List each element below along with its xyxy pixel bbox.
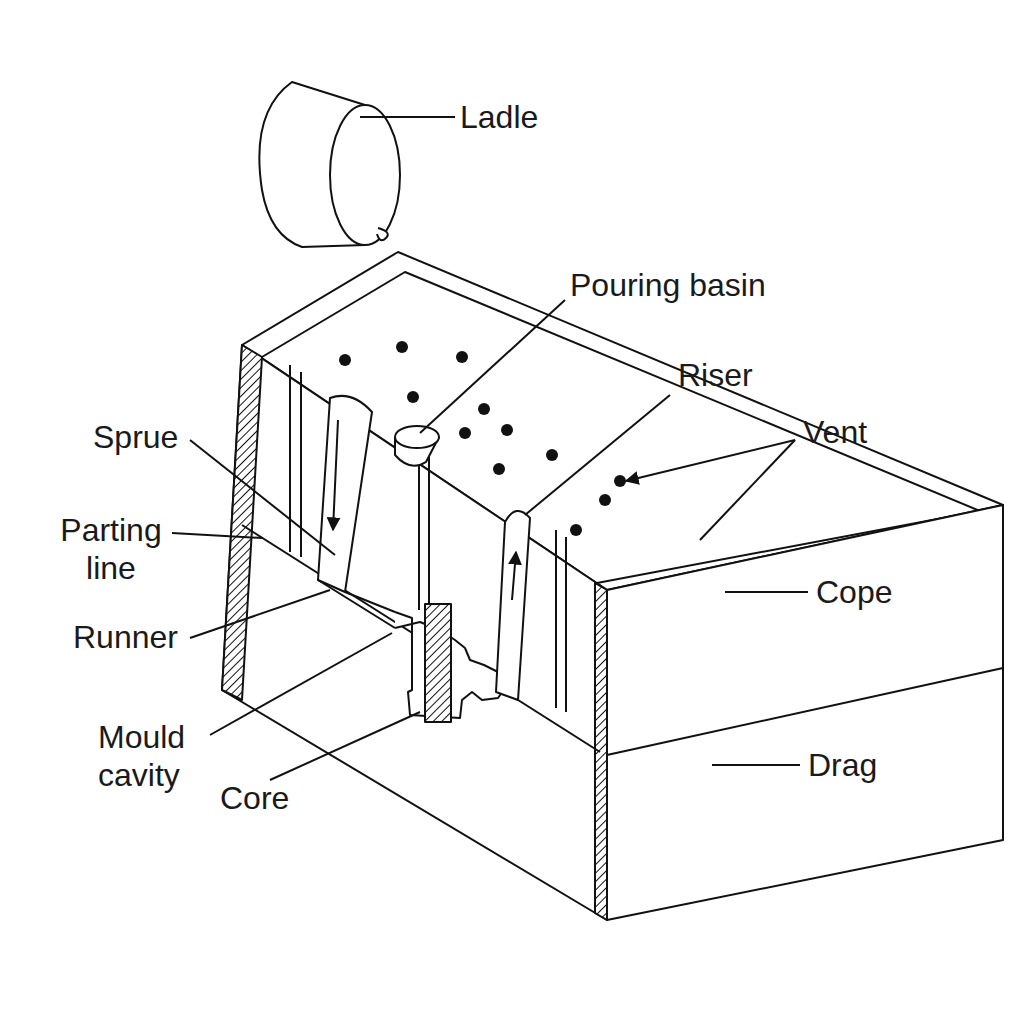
part-label: Parting line — [52, 511, 170, 587]
part-label: Ladle — [460, 98, 680, 136]
leader-line — [190, 590, 330, 638]
ladle-spout — [377, 228, 388, 240]
vent-hole — [493, 463, 505, 475]
part-label: Mould cavity — [98, 718, 210, 794]
flask-wall — [595, 583, 607, 920]
vent-hole — [478, 403, 490, 415]
part-label: Runner — [73, 618, 273, 656]
sprue-channel — [318, 396, 372, 592]
leader-line — [700, 440, 795, 540]
part-label: Pouring basin — [570, 266, 870, 304]
vent-hole — [396, 341, 408, 353]
section-line — [289, 365, 291, 552]
parting-line — [242, 525, 600, 752]
leader-line — [712, 764, 800, 766]
flow-arrow — [512, 552, 516, 600]
leader-line — [626, 440, 795, 481]
leader-line — [210, 633, 392, 735]
section-line — [418, 445, 420, 610]
vent-hole — [599, 494, 611, 506]
section-line — [565, 537, 567, 712]
leader-line — [525, 395, 670, 515]
vent-hole — [459, 427, 471, 439]
part-label: Sprue — [93, 418, 293, 456]
flask-wall — [222, 345, 262, 700]
vent-hole — [501, 424, 513, 436]
vent-hole — [546, 449, 558, 461]
leader-line — [420, 300, 565, 433]
vent-hole — [339, 354, 351, 366]
vent-hole — [456, 351, 468, 363]
leader-line — [360, 116, 455, 118]
part-label: Core — [220, 779, 420, 817]
core-shape — [425, 604, 451, 722]
section-line — [428, 452, 430, 605]
leader-line — [725, 591, 808, 593]
section-line — [555, 530, 557, 708]
vent-hole — [614, 475, 626, 487]
vent-holes — [339, 341, 626, 536]
runner-channel — [318, 580, 395, 628]
mould-side-face — [607, 505, 1003, 920]
flask-joint — [607, 668, 1003, 755]
ladle-body — [259, 82, 365, 247]
mould-section-face — [222, 345, 607, 920]
vent-hole — [570, 524, 582, 536]
riser-channel — [496, 511, 530, 700]
leader-line — [270, 712, 420, 780]
leader-line — [172, 533, 262, 538]
part-label: Cope — [816, 573, 1016, 611]
part-label: Drag — [808, 746, 1008, 784]
flow-arrow — [333, 420, 338, 530]
ladle-rim — [330, 105, 400, 245]
leader-line — [190, 440, 335, 555]
pouring-basin-rim — [395, 426, 439, 448]
vent-hole — [407, 391, 419, 403]
line-work — [172, 82, 1003, 920]
part-label: Riser — [678, 356, 878, 394]
part-label: Vent — [803, 413, 1003, 451]
